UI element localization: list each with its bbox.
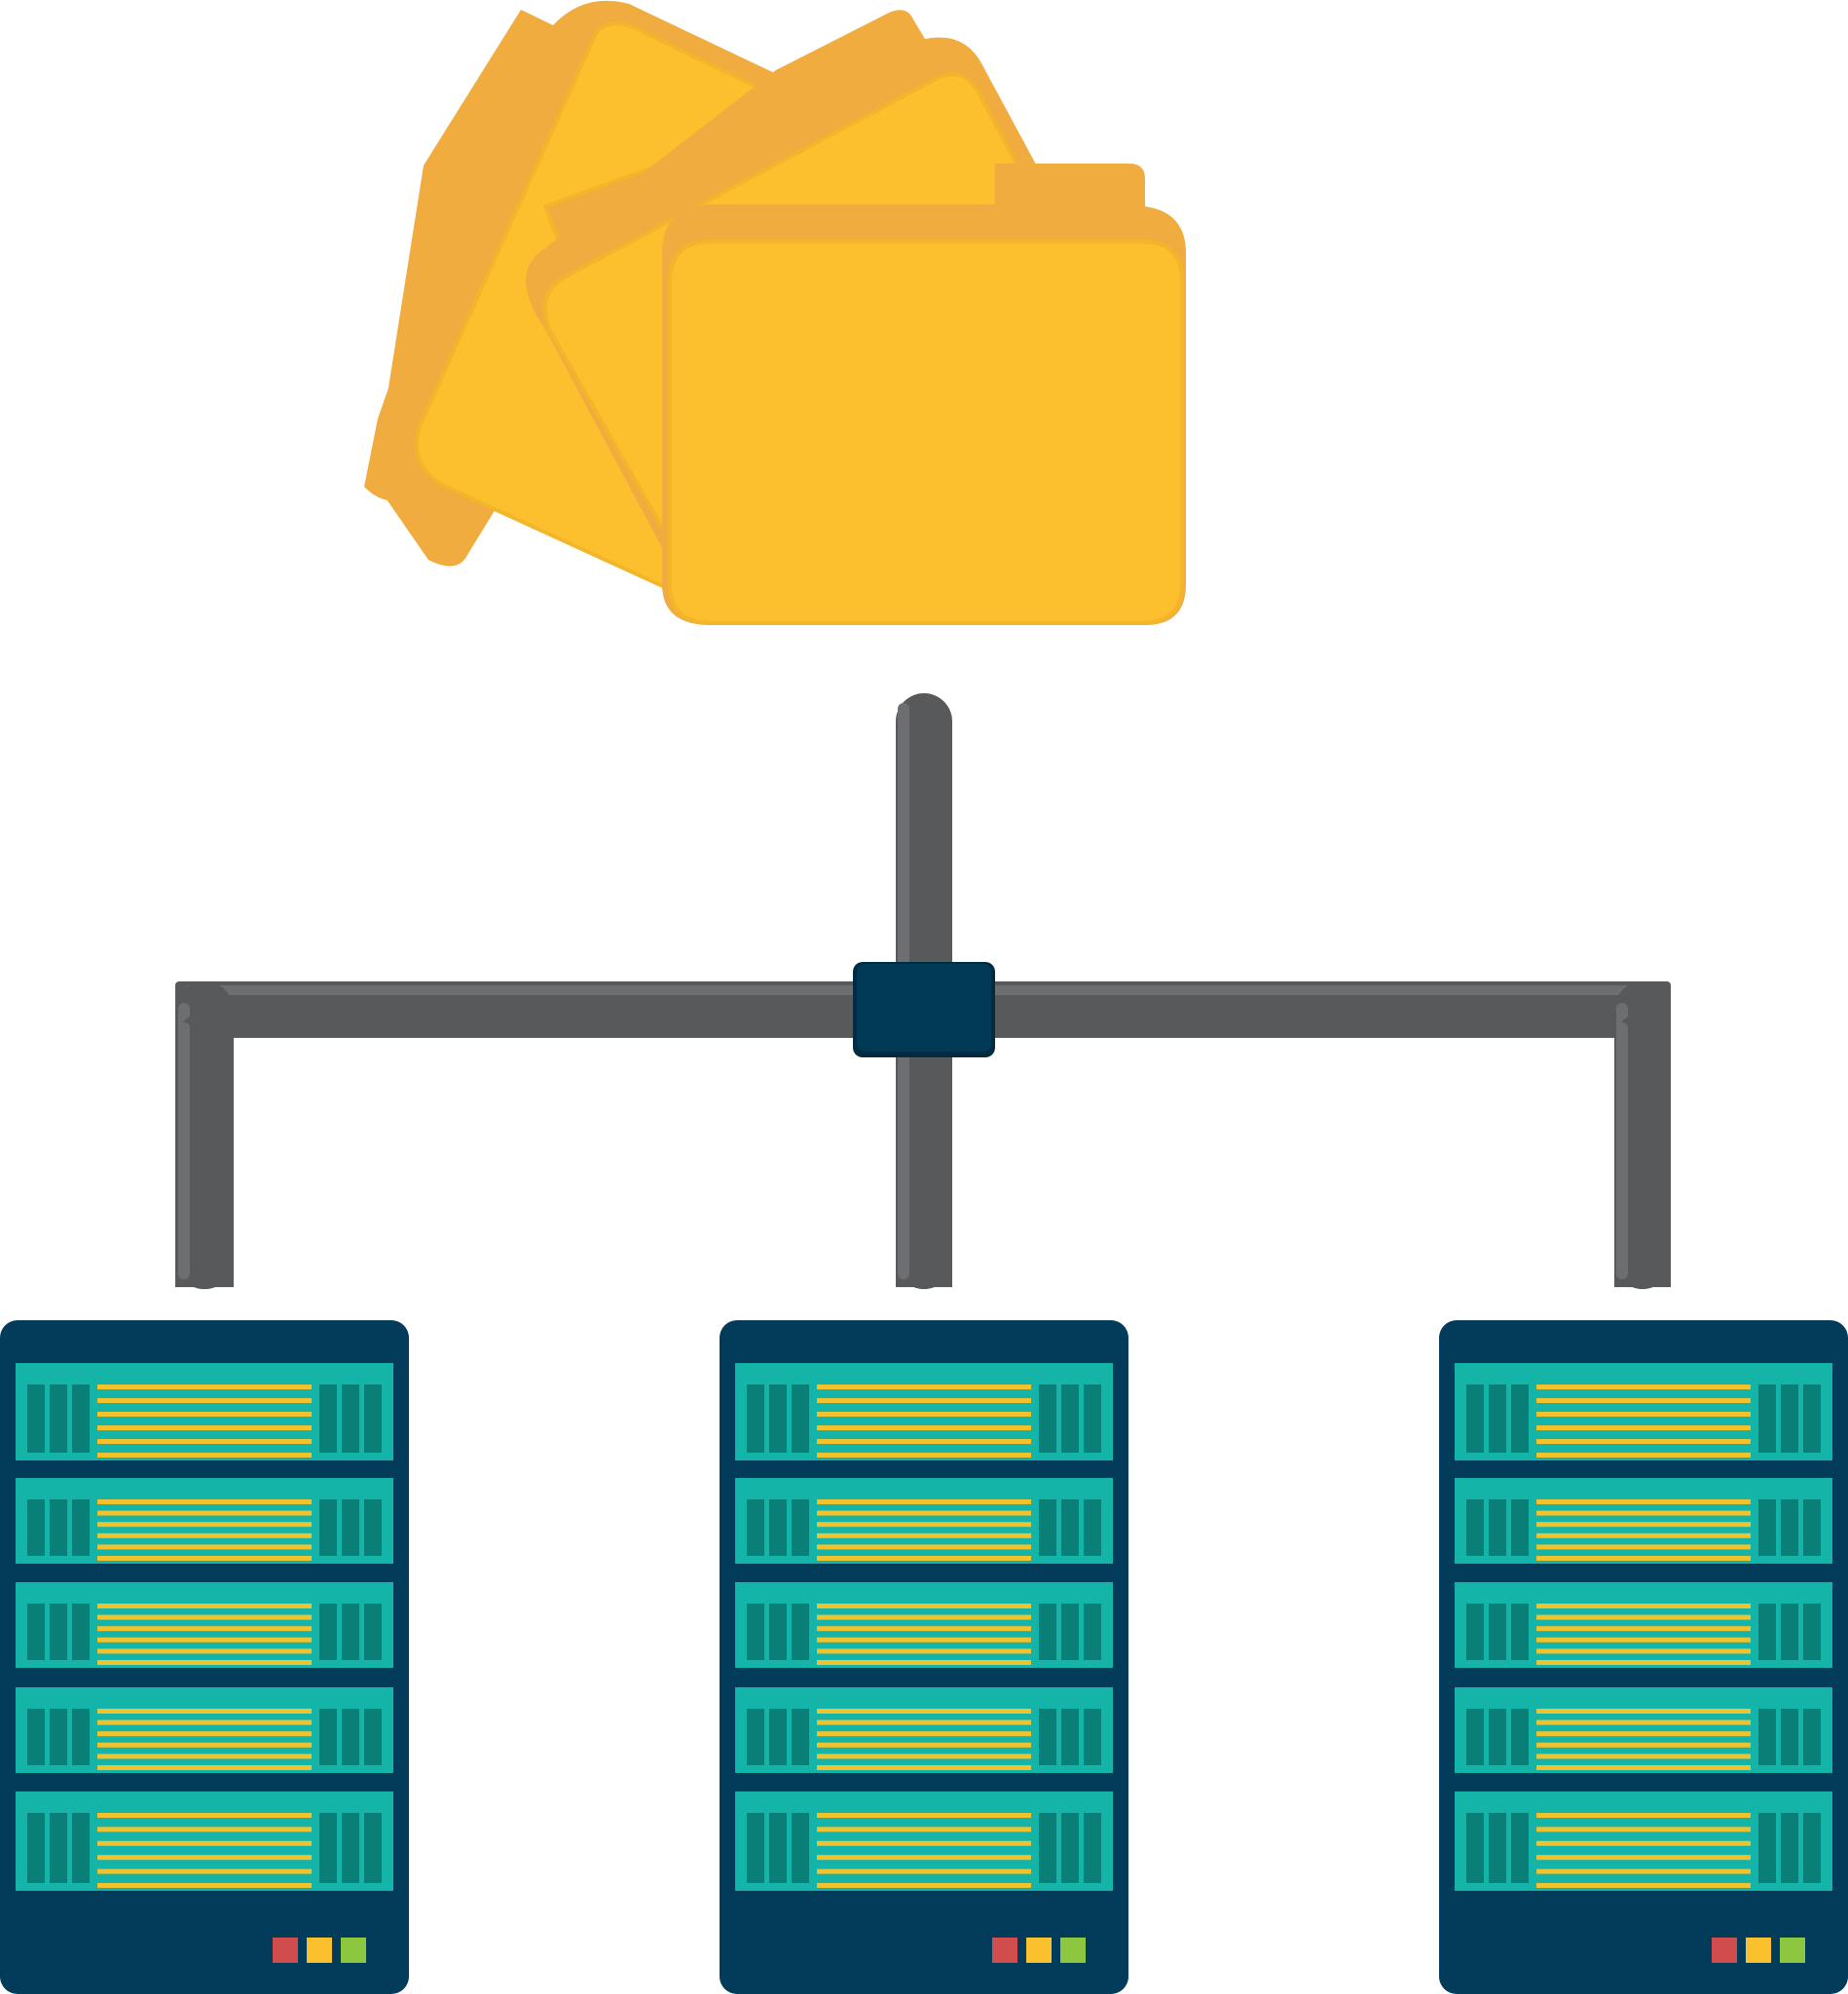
rack-unit — [16, 1687, 393, 1773]
rack-unit — [1455, 1478, 1832, 1564]
rack-unit — [1455, 1582, 1832, 1668]
status-light-green — [341, 1938, 366, 1963]
rack-unit — [735, 1478, 1113, 1564]
rack-unit — [16, 1363, 393, 1460]
rack-unit — [16, 1478, 393, 1564]
status-light-red — [992, 1938, 1017, 1963]
server-racks — [0, 1320, 1848, 1994]
status-lights — [1712, 1938, 1805, 1963]
status-lights — [992, 1938, 1086, 1963]
server-rack-icon — [0, 1320, 409, 1994]
status-light-yellow — [307, 1938, 332, 1963]
status-light-red — [1712, 1938, 1737, 1963]
rack-unit — [16, 1582, 393, 1668]
status-light-yellow — [1026, 1938, 1052, 1963]
status-lights — [273, 1938, 366, 1963]
rack-unit — [1455, 1687, 1832, 1773]
rack-unit — [1455, 1791, 1832, 1891]
rack-unit — [735, 1687, 1113, 1773]
network-hub-icon — [853, 962, 995, 1057]
server-rack-icon — [720, 1320, 1128, 1994]
status-light-yellow — [1746, 1938, 1771, 1963]
status-light-red — [273, 1938, 298, 1963]
rack-unit — [1455, 1363, 1832, 1460]
status-light-green — [1060, 1938, 1086, 1963]
rack-unit — [735, 1582, 1113, 1668]
status-light-green — [1780, 1938, 1805, 1963]
rack-unit — [735, 1363, 1113, 1460]
rack-unit — [735, 1791, 1113, 1891]
folder-front — [662, 164, 1186, 625]
folder-stack-icon — [364, 0, 1186, 625]
server-rack-icon — [1439, 1320, 1848, 1994]
rack-unit — [16, 1791, 393, 1891]
